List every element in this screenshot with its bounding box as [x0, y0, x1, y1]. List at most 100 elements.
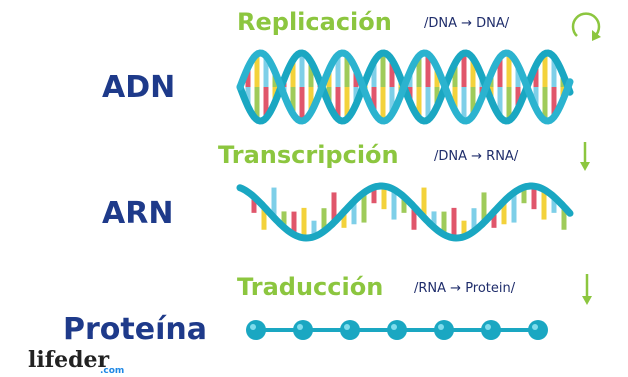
- base-pair-bar: [551, 87, 557, 117]
- nucleotide-bar: [251, 196, 257, 213]
- amino-acid-highlight: [297, 324, 303, 330]
- base-pair-bar: [299, 53, 305, 87]
- nucleotide-bar: [561, 206, 567, 230]
- protein-chain: [246, 320, 548, 340]
- transcription-note: /DNA → RNA/: [434, 149, 519, 164]
- base-pair-bar: [497, 87, 503, 117]
- translation-note: /RNA → Protein/: [414, 281, 516, 296]
- base-pair-bar: [263, 55, 269, 87]
- nucleotide-bar: [371, 187, 377, 204]
- nucleotide-bar: [541, 189, 547, 220]
- base-pair-bar: [263, 87, 269, 119]
- base-pair-bar: [551, 57, 557, 87]
- rna-label: ARN: [102, 196, 174, 231]
- nucleotide-bar: [411, 206, 417, 230]
- amino-acid-bead: [340, 320, 360, 340]
- protein-label: Proteína: [63, 312, 207, 347]
- amino-acid-bead: [293, 320, 313, 340]
- nucleotide-bar: [351, 201, 357, 225]
- base-pair-bar: [335, 55, 341, 87]
- base-pair-bar: [416, 87, 422, 119]
- base-pair-bar: [416, 55, 422, 87]
- replication-note: /DNA → DNA/: [424, 16, 510, 31]
- nucleotide-bar: [511, 192, 517, 223]
- amino-acid-bead: [246, 320, 266, 340]
- amino-acid-highlight: [391, 324, 397, 330]
- base-pair-bar: [290, 59, 296, 87]
- base-pair-bar: [245, 87, 251, 107]
- base-pair-bar: [425, 87, 431, 120]
- base-pair-bar: [344, 87, 350, 119]
- nucleotide-bar: [421, 187, 427, 218]
- base-pair-bar: [254, 54, 260, 87]
- amino-acid-highlight: [532, 324, 538, 330]
- base-pair-bar: [542, 53, 548, 87]
- base-pair-bar: [380, 53, 386, 87]
- base-pair-bar: [371, 87, 377, 113]
- base-pair-bar: [506, 53, 512, 87]
- base-pair-bar: [515, 65, 521, 87]
- nucleotide-bar: [271, 187, 277, 218]
- rna-single-strand: [236, 182, 574, 242]
- base-pair-bar: [461, 53, 467, 87]
- nucleotide-bar: [361, 192, 367, 223]
- base-pair-bar: [254, 87, 260, 120]
- brand-suffix: .com: [100, 366, 125, 376]
- base-pair-bar: [434, 87, 440, 107]
- nucleotide-bar: [281, 211, 287, 228]
- nucleotide-bar: [391, 189, 397, 220]
- base-pair-bar: [389, 59, 395, 87]
- base-pair-bar: [380, 87, 386, 121]
- amino-acid-bead: [481, 320, 501, 340]
- down-arrow-icon: [582, 274, 592, 305]
- base-pair-bar: [533, 65, 539, 87]
- nucleotide-bar: [341, 211, 347, 228]
- nucleotide-bar: [471, 208, 477, 232]
- base-pair-bar: [470, 87, 476, 116]
- base-pair-bar: [452, 63, 458, 87]
- base-pair-bar: [497, 57, 503, 87]
- base-pair-bar: [389, 87, 395, 115]
- base-pair-bar: [425, 54, 431, 87]
- dna-double-helix: [236, 49, 574, 125]
- base-pair-bar: [515, 87, 521, 109]
- dna-backbone: [236, 49, 574, 125]
- base-pair-bar: [335, 87, 341, 119]
- nucleotide-bar: [331, 192, 337, 223]
- amino-acid-bead: [434, 320, 454, 340]
- amino-acid-highlight: [344, 324, 350, 330]
- amino-acid-highlight: [250, 324, 256, 330]
- amino-acid-bead: [387, 320, 407, 340]
- nucleotide-bar: [531, 186, 537, 210]
- base-pair-bar: [461, 87, 467, 121]
- base-pair-bar: [470, 58, 476, 87]
- down-arrow-icon: [580, 142, 590, 171]
- base-pair-bar: [308, 87, 314, 113]
- nucleotide-bar: [481, 192, 487, 223]
- base-pair-bar: [542, 87, 548, 121]
- brand-logo: lifeder: [28, 347, 110, 373]
- amino-acid-bead: [528, 320, 548, 340]
- base-pair-bar: [245, 67, 251, 87]
- nucleotide-bar: [261, 206, 267, 230]
- nucleotide-bar: [401, 196, 407, 213]
- nucleotide-bar: [501, 201, 507, 225]
- amino-acid-highlight: [485, 324, 491, 330]
- nucleotide-bar: [461, 220, 467, 237]
- nucleotide-bar: [551, 196, 557, 213]
- base-pair-bar: [344, 55, 350, 87]
- nucleotide-bar: [381, 186, 387, 210]
- amino-acid-highlight: [438, 324, 444, 330]
- base-pair-bar: [308, 61, 314, 87]
- base-pair-bar: [452, 87, 458, 111]
- nucleotide-bar: [431, 211, 437, 228]
- nucleotide-bar: [451, 207, 457, 238]
- base-pair-bar: [434, 67, 440, 87]
- circular-arrow-icon: [571, 12, 601, 41]
- translation-title: Traducción: [237, 273, 384, 301]
- base-pair-bar: [533, 87, 539, 109]
- nucleotide-bar: [441, 211, 447, 235]
- nucleotide-bar: [311, 220, 317, 237]
- replication-title: Replicación: [237, 8, 392, 36]
- nucleotide-bar: [321, 208, 327, 232]
